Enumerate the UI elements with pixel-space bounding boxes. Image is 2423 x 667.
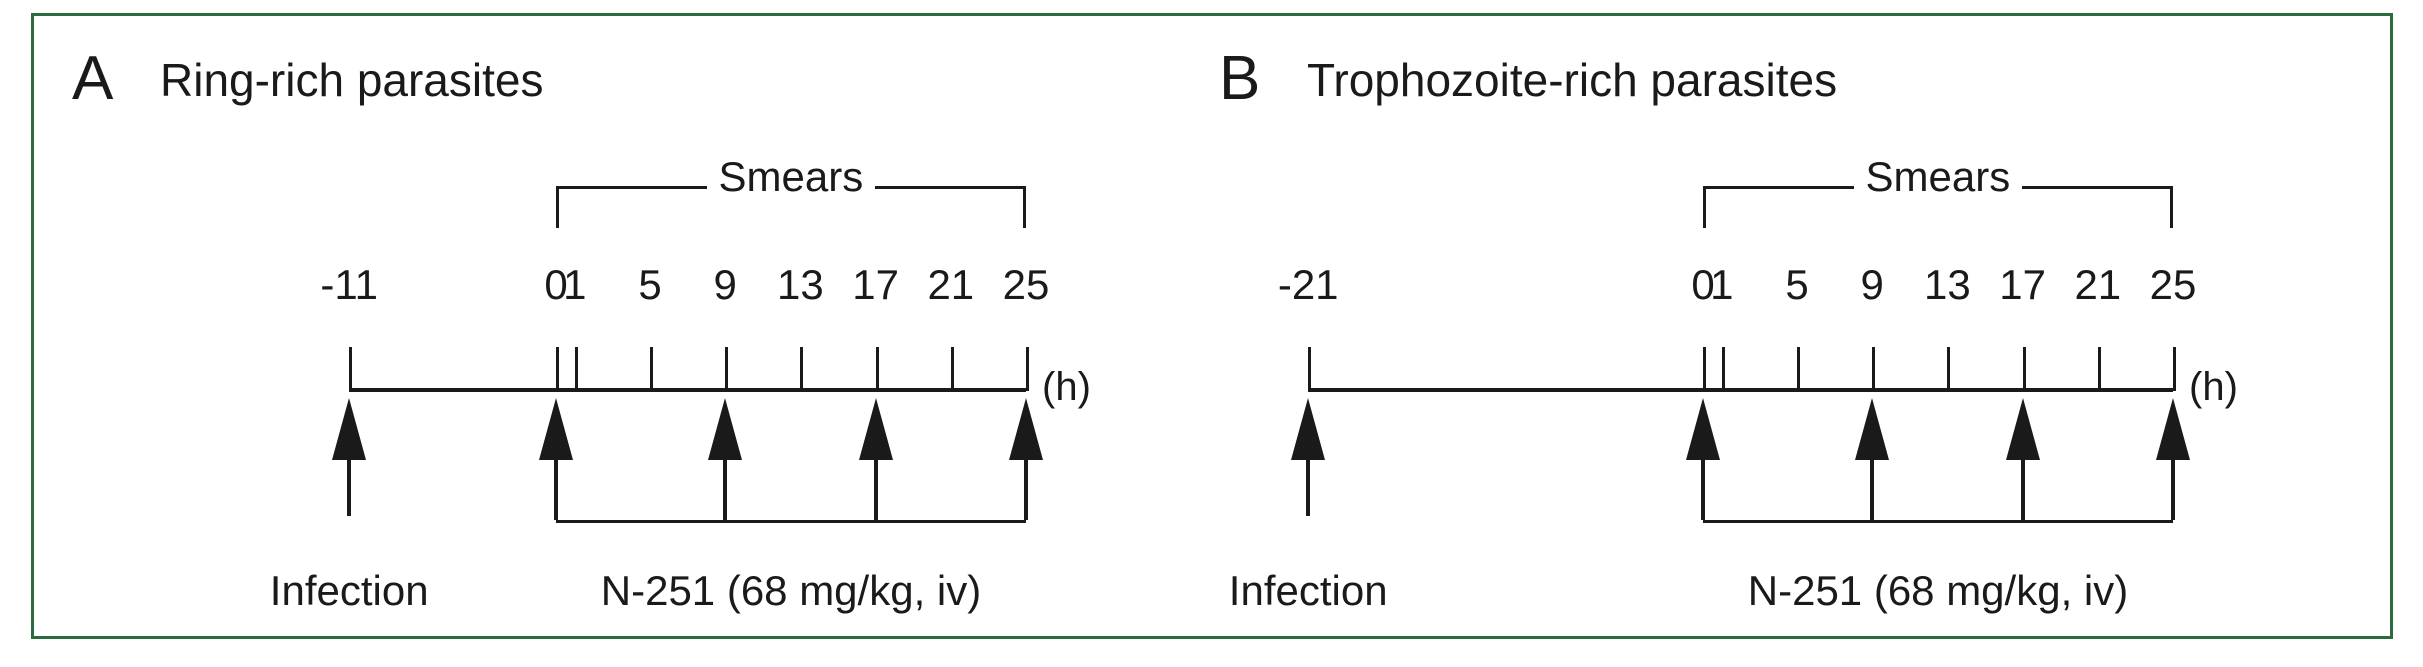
arrow-head-icon — [539, 398, 573, 460]
axis-tick-label: 25 — [1002, 261, 1050, 308]
arrow-head-icon — [2005, 398, 2040, 460]
arrow-head-icon — [1009, 398, 1043, 460]
axis-tick-label: 5 — [1785, 261, 1809, 308]
axis-tick-mark — [349, 347, 353, 391]
axis-tick-label: 1 — [563, 261, 587, 308]
axis-tick-mark — [556, 347, 559, 391]
axis-tick-mark — [1703, 347, 1706, 391]
arrow-stem — [873, 458, 878, 520]
axis-tick-label: 25 — [2149, 261, 2197, 308]
arrow-stem — [1701, 458, 1705, 520]
arrow-head-icon — [1291, 398, 1326, 460]
axis-tick-label: 21 — [927, 261, 975, 308]
axis-tick-mark — [2097, 347, 2101, 391]
axis-unit-label: (h) — [2189, 365, 2238, 409]
dose-arrow — [536, 398, 576, 520]
smears-bracket-left-arm — [556, 186, 787, 228]
arrow-stem — [1870, 458, 1875, 520]
axis-tick-label: 0 — [544, 261, 568, 308]
arrow-stem — [347, 458, 352, 516]
axis-tick-label: -21 — [1277, 261, 1339, 308]
axis-tick-label: -11 — [320, 261, 378, 308]
axis-tick-label: 13 — [777, 261, 824, 308]
arrow-stem — [554, 458, 558, 520]
panel-a-letter: A — [72, 44, 113, 113]
infection-arrow — [1288, 398, 1328, 518]
axis-tick-label: 0 — [1691, 261, 1715, 308]
smears-label: Smears — [706, 156, 876, 198]
dose-arrow — [2003, 398, 2043, 520]
axis-tick-mark — [950, 347, 954, 391]
axis-tick-label: 1 — [1710, 261, 1734, 308]
panel-a-title: Ring-rich parasites — [160, 54, 544, 106]
smears-bracket-right-arm — [1942, 186, 2173, 228]
arrow-head-icon — [1855, 398, 1890, 460]
smears-bracket-right-arm — [795, 186, 1026, 228]
arrow-stem — [1024, 458, 1028, 520]
axis-tick-label: 17 — [1999, 261, 2046, 308]
panel-b-letter: B — [1219, 44, 1260, 113]
treatment-label: N-251 (68 mg/kg, iv) — [600, 567, 982, 614]
arrow-head-icon — [708, 398, 743, 460]
axis-tick-label: 9 — [713, 261, 737, 308]
axis-tick-mark — [1026, 347, 1029, 391]
axis-tick-mark — [725, 347, 729, 391]
arrow-stem — [723, 458, 728, 520]
dose-arrow — [1852, 398, 1892, 520]
arrow-head-icon — [332, 398, 367, 460]
axis-tick-label: 5 — [638, 261, 662, 308]
arrow-head-icon — [2156, 398, 2190, 460]
arrow-head-icon — [1686, 398, 1720, 460]
infection-label: Infection — [1228, 567, 1388, 614]
axis-tick-mark — [1872, 347, 1876, 391]
axis-tick-mark — [875, 347, 879, 391]
dose-arrow — [1683, 398, 1723, 520]
arrow-stem — [2020, 458, 2025, 520]
axis-tick-mark — [800, 347, 804, 391]
timeline-axis — [349, 388, 1026, 392]
axis-tick-mark — [1947, 347, 1951, 391]
axis-tick-mark — [1721, 347, 1725, 391]
timeline-axis — [1308, 388, 2173, 392]
infection-label: Infection — [269, 567, 429, 614]
smears-label: Smears — [1853, 156, 2023, 198]
dose-bracket — [1703, 520, 2173, 523]
arrow-stem — [2171, 458, 2175, 520]
axis-tick-mark — [2173, 347, 2176, 391]
axis-tick-label: 9 — [1860, 261, 1884, 308]
axis-tick-mark — [574, 347, 578, 391]
axis-tick-mark — [2022, 347, 2026, 391]
axis-tick-mark — [1797, 347, 1800, 391]
dose-arrow — [856, 398, 896, 520]
axis-tick-label: 13 — [1924, 261, 1971, 308]
axis-tick-label: 21 — [2074, 261, 2122, 308]
axis-tick-mark — [650, 347, 653, 391]
arrow-stem — [1306, 458, 1311, 516]
axis-unit-label: (h) — [1042, 365, 1091, 409]
arrow-head-icon — [858, 398, 893, 460]
dose-arrow — [1006, 398, 1046, 520]
treatment-label: N-251 (68 mg/kg, iv) — [1747, 567, 2129, 614]
dose-arrow — [2153, 398, 2193, 520]
infection-arrow — [329, 398, 369, 518]
smears-bracket-left-arm — [1703, 186, 1934, 228]
axis-tick-label: 17 — [852, 261, 899, 308]
dose-arrow — [705, 398, 745, 520]
axis-tick-mark — [1308, 347, 1312, 391]
figure-border — [31, 13, 2393, 639]
dose-bracket — [556, 520, 1026, 523]
panel-b-title: Trophozoite-rich parasites — [1307, 54, 1838, 106]
